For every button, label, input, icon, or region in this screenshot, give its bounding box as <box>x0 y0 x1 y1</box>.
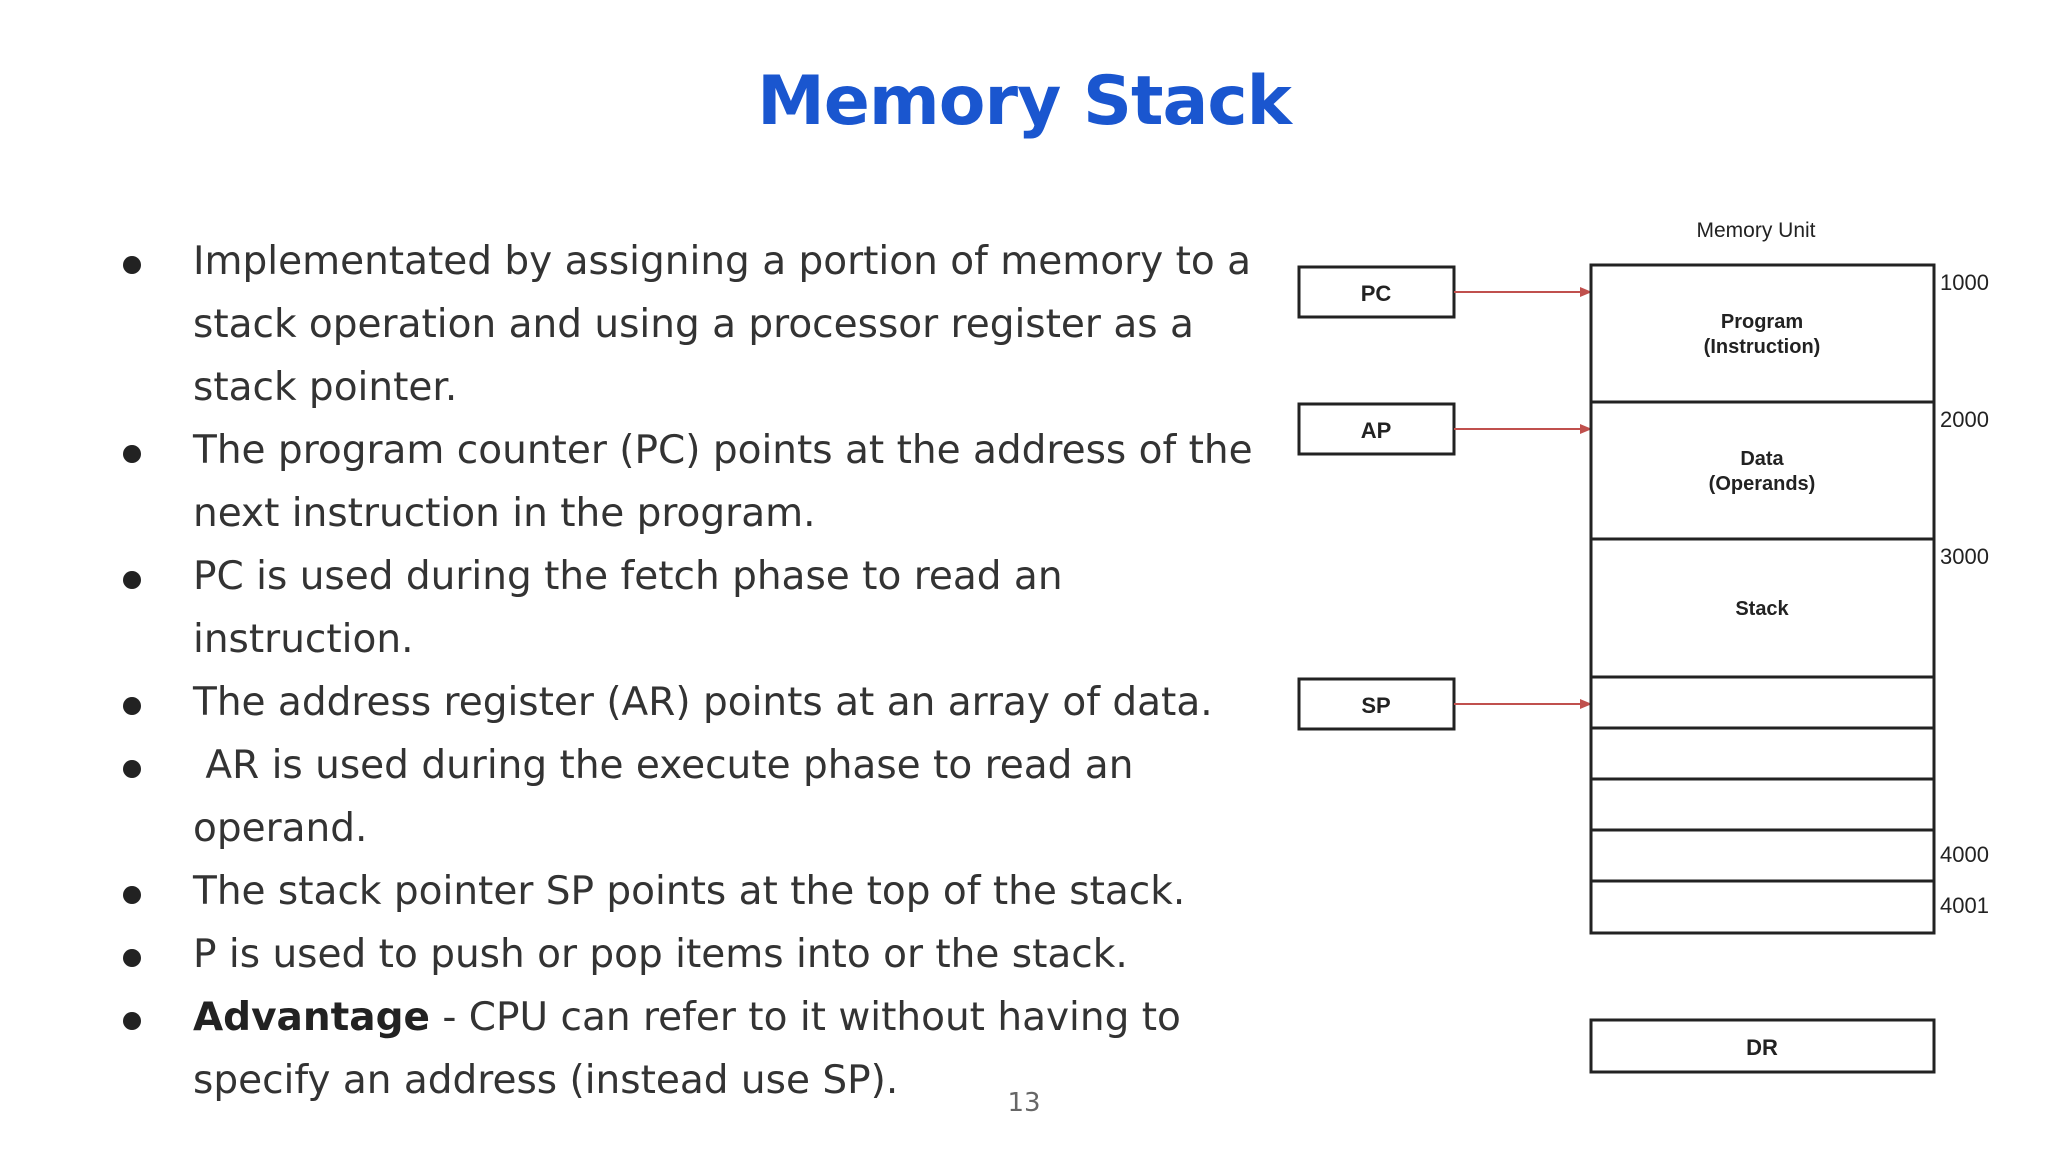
bullet-text: The stack pointer SP points at the top o… <box>193 869 1186 914</box>
memory-unit-label: Memory Unit <box>1696 219 1815 242</box>
bullet-text: Implementated by assigning a portion of … <box>193 239 1252 410</box>
address-3000: 3000 <box>1940 544 1989 569</box>
bullet-list: Implementated by assigning a portion of … <box>120 230 1260 1112</box>
ap-register-box <box>1297 402 1456 456</box>
bullet-item: The address register (AR) points at an a… <box>120 671 1260 734</box>
bullet-dot-icon <box>123 949 141 967</box>
bullet-dot-icon <box>123 445 141 463</box>
address-4001: 4001 <box>1940 893 1989 918</box>
pc-register-box <box>1297 265 1456 319</box>
bullet-item: P is used to push or pop items into or t… <box>120 923 1260 986</box>
bullet-text: P is used to push or pop items into or t… <box>193 932 1128 977</box>
address-1000: 1000 <box>1940 270 1989 295</box>
bullet-item: Implementated by assigning a portion of … <box>120 230 1260 419</box>
bullet-text: The address register (AR) points at an a… <box>193 680 1213 725</box>
stack-cell <box>1589 828 1936 883</box>
bullet-text: AR is used during the execute phase to r… <box>193 743 1146 851</box>
program-segment-sublabel: (Instruction) <box>1704 336 1821 358</box>
stack-cell <box>1589 879 1936 935</box>
bullet-item: Advantage - CPU can refer to it without … <box>120 986 1260 1112</box>
address-2000: 2000 <box>1940 407 1989 432</box>
memory-program-segment <box>1589 263 1936 404</box>
memory-stack-diagram: Memory Unit PC AP SP Program (Instructio… <box>1297 219 1989 1074</box>
program-segment-label: Program <box>1721 311 1803 333</box>
memory-stack-segment <box>1589 537 1936 679</box>
page-number: 13 <box>1007 1088 1041 1118</box>
slide-title: Memory Stack <box>757 62 1292 141</box>
bullet-item: The stack pointer SP points at the top o… <box>120 860 1260 923</box>
bullet-dot-icon <box>123 571 141 589</box>
bullet-dot-icon <box>123 1012 141 1030</box>
bullet-dot-icon <box>123 697 141 715</box>
sp-register-label: SP <box>1361 693 1390 718</box>
bullet-text: The program counter (PC) points at the a… <box>193 428 1253 536</box>
bullet-dot-icon <box>123 760 141 778</box>
bullet-item: PC is used during the fetch phase to rea… <box>120 545 1260 671</box>
bullet-dot-icon <box>123 886 141 904</box>
data-segment-label: Data <box>1740 448 1784 470</box>
bullet-bold-lead: Advantage <box>193 995 430 1040</box>
dr-register-label: DR <box>1746 1035 1778 1060</box>
bullet-dot-icon <box>123 256 141 274</box>
stack-cell <box>1589 726 1936 781</box>
stack-cell <box>1589 777 1936 832</box>
bullet-item: The program counter (PC) points at the a… <box>120 419 1260 545</box>
stack-segment-label: Stack <box>1735 598 1789 620</box>
stack-cell <box>1589 675 1936 730</box>
address-4000: 4000 <box>1940 842 1989 867</box>
bullet-text: - CPU can refer to it without having to … <box>193 995 1181 1103</box>
bullet-text: PC is used during the fetch phase to rea… <box>193 554 1063 662</box>
ap-register-label: AP <box>1361 418 1392 443</box>
data-segment-sublabel: (Operands) <box>1709 473 1816 495</box>
bullet-item: AR is used during the execute phase to r… <box>120 734 1260 860</box>
dr-register-box <box>1589 1018 1936 1074</box>
pc-register-label: PC <box>1361 281 1392 306</box>
memory-data-segment <box>1589 400 1936 541</box>
